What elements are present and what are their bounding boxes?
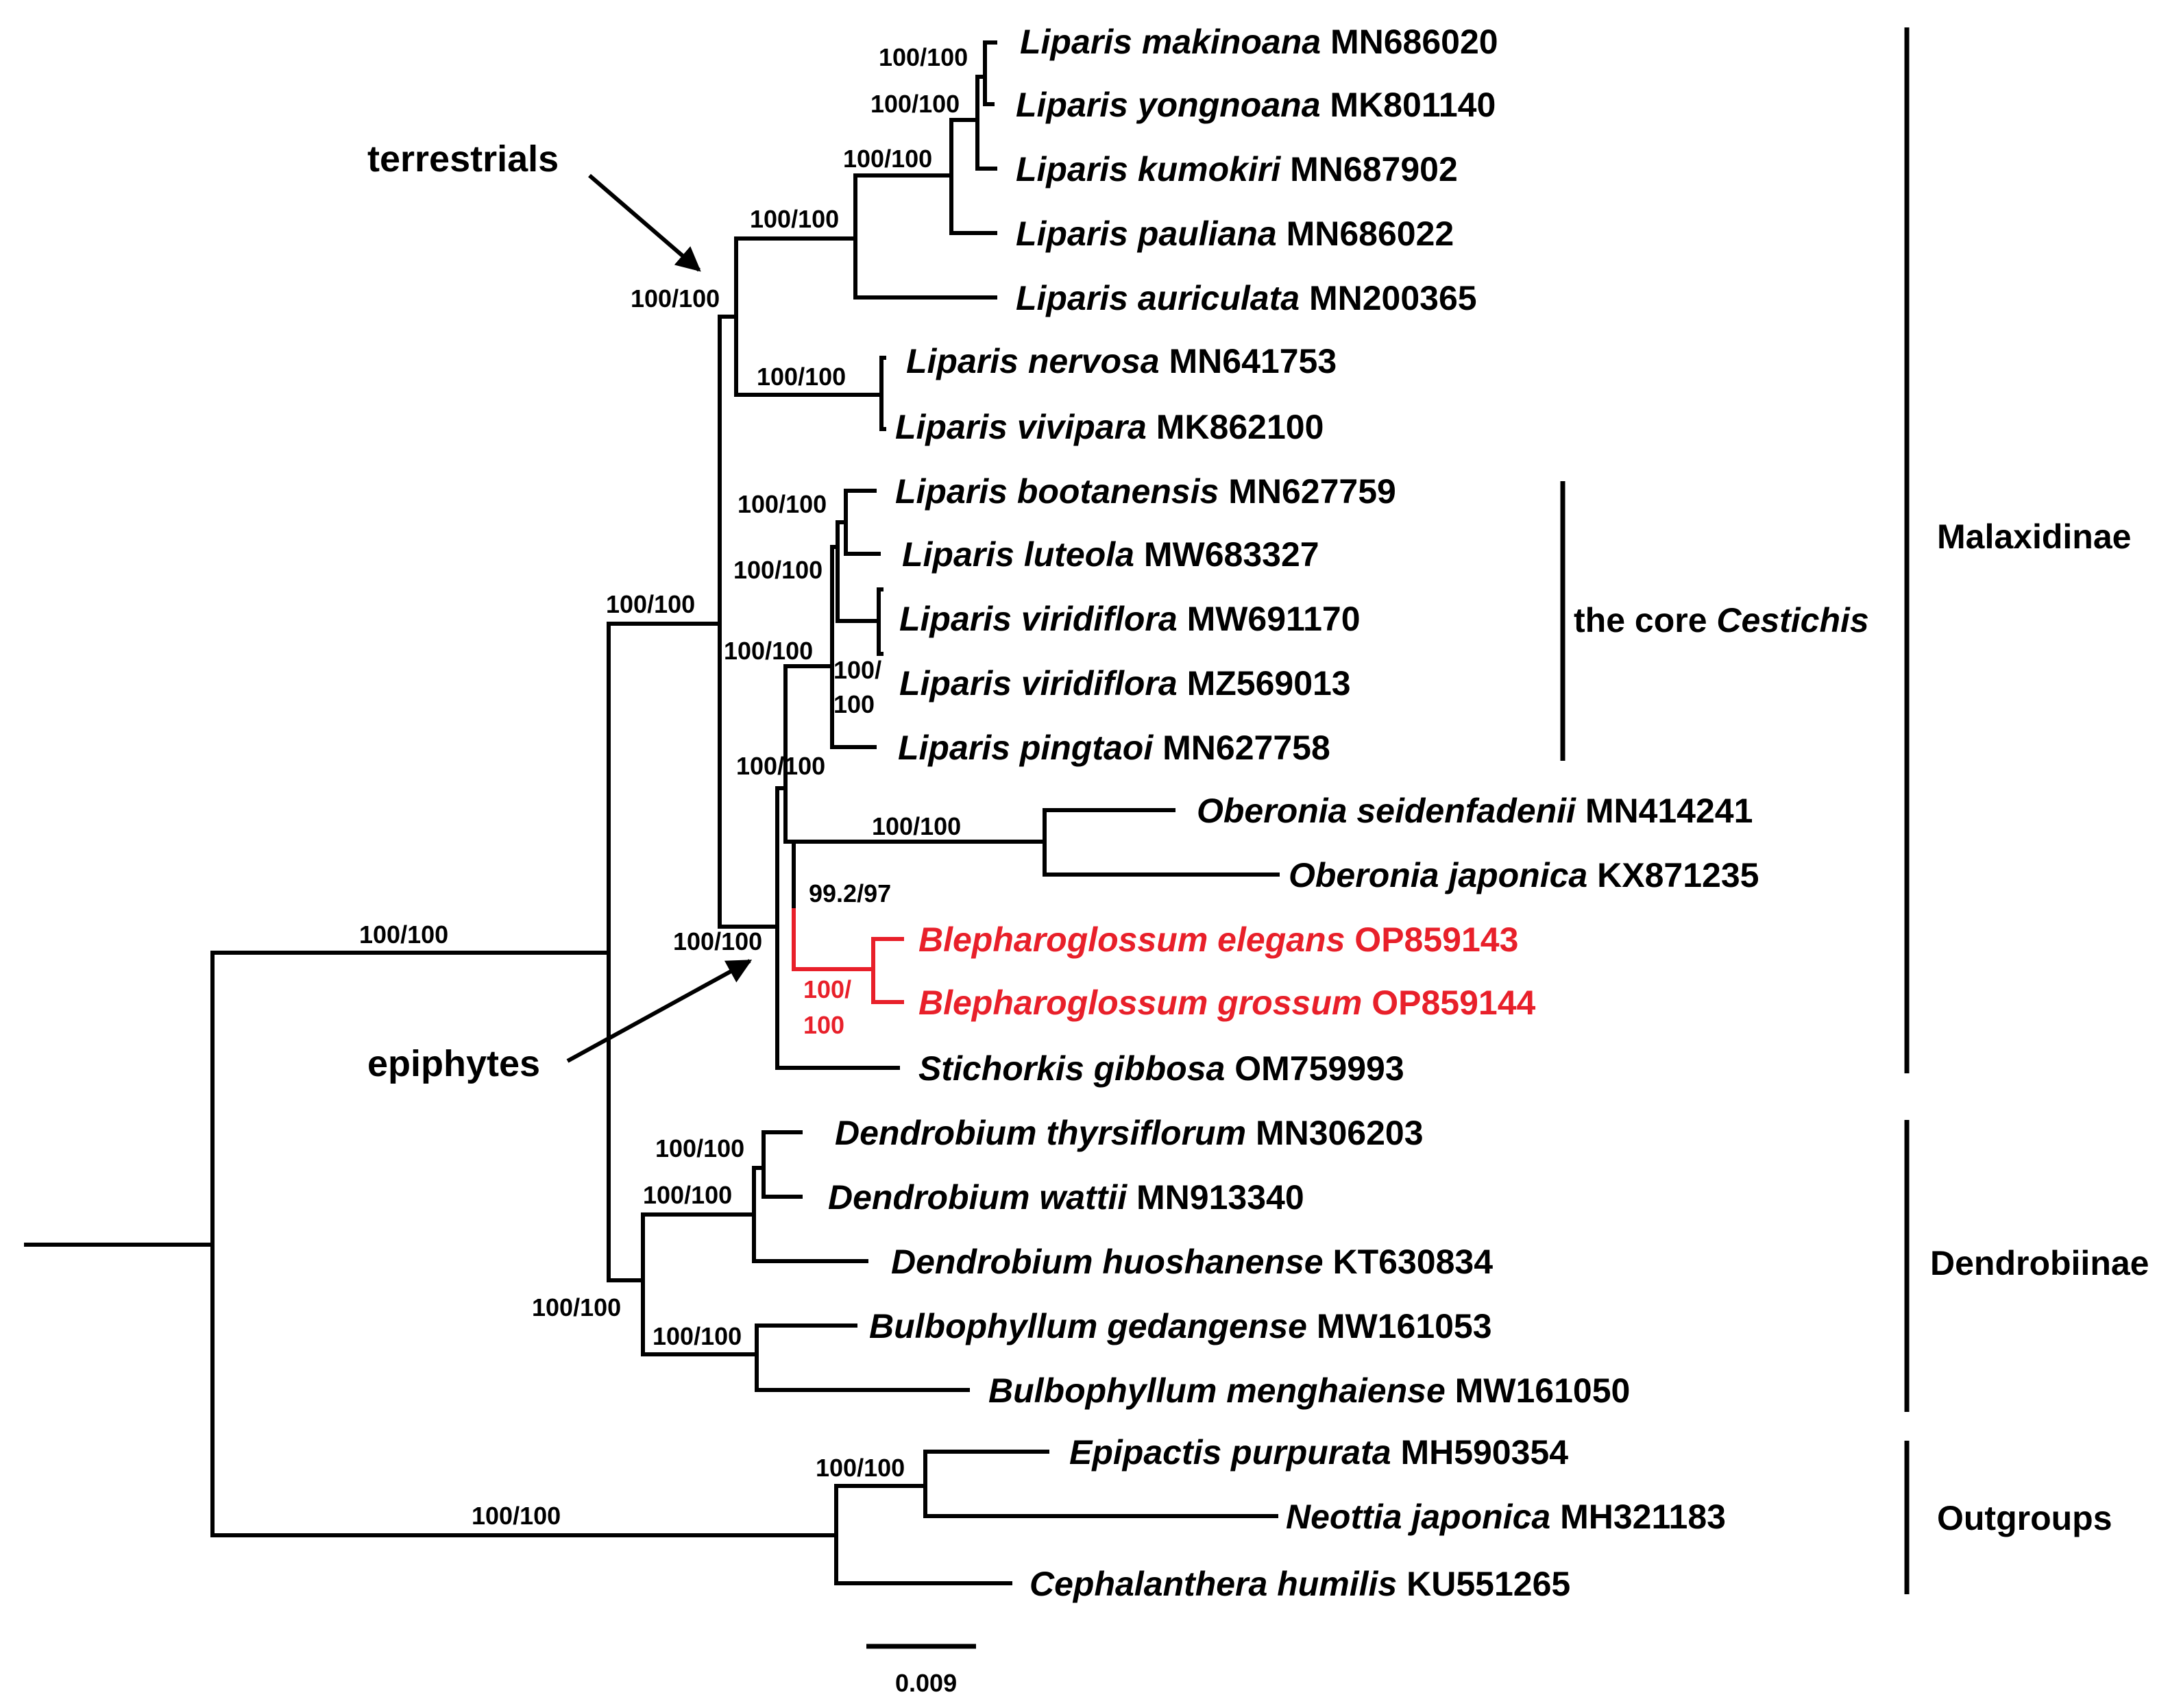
taxon-label: Liparis makinoana MN686020 [1020,23,1498,61]
support-value-highlighted: 100 [803,1011,844,1039]
branch-malaxidinae [607,315,722,929]
taxon-label: Dendrobium thyrsiflorum MN306203 [835,1114,1424,1152]
taxon-label: Liparis nervosa MN641753 [906,342,1337,380]
branch-oberonia-pair [792,808,1047,877]
taxon-label: Neottia japonica MH321183 [1286,1498,1726,1536]
support-value: 100/100 [879,43,968,71]
taxon-label: Liparis viridiflora MW691170 [899,600,1361,638]
branch-bootanensis-luteola [836,489,848,556]
taxon-label-highlighted: Blepharoglossum grossum OP859144 [918,984,1536,1022]
support-value: 100/100 [472,1502,561,1530]
support-value: 100/100 [655,1134,744,1162]
taxon-label: Liparis yongnoana MK801140 [1016,86,1496,124]
branch-dendrobiinae [607,1212,645,1356]
branch-makinoana-yongnoana [975,40,987,106]
taxon-label: Liparis viridiflora MZ569013 [899,664,1351,703]
support-value: 100/100 [643,1181,732,1209]
scale-bar-label: 0.009 [895,1669,957,1697]
taxon-label: Liparis vivipara MK862100 [895,408,1324,446]
malaxidinae-label: Malaxidinae [1937,517,2131,556]
taxon-label: Liparis pauliana MN686022 [1016,215,1454,253]
dendrobiinae-label: Dendrobiinae [1930,1244,2149,1282]
branch-cestichis-plus-rest [775,664,788,844]
branch-makinoana-auriculata [734,173,857,300]
support-value: 99.2/97 [809,879,891,907]
support-value: 100/100 [532,1293,621,1321]
branch-root [24,951,215,1537]
branch-core-cestichis [783,545,834,749]
branch-makinoana-pauliana [853,118,953,235]
taxon-label-highlighted: Blepharoglossum elegans OP859143 [918,920,1518,959]
group-brackets: the core Cestichis Malaxidinae Dendrobii… [1560,27,2149,1594]
taxon-label: Bulbophyllum menghaiense MW161050 [988,1371,1630,1410]
support-value: 100/100 [359,920,448,949]
taxon-label: Dendrobium huoshanense KT630834 [891,1243,1493,1281]
branch-terrestrials [718,236,738,397]
taxon-label: Liparis pingtaoi MN627758 [898,729,1330,767]
branch-thyrsiflorum-wattii [752,1130,766,1199]
outgroups-label: Outgroups [1937,1499,2112,1537]
support-value: 100/100 [724,637,813,665]
taxon-label: Dendrobium wattii MN913340 [828,1178,1304,1217]
branch-ingroup [210,622,611,1282]
branch-epipactis-neottia [834,1450,927,1518]
branch-epiphytes [718,786,779,1070]
branch-outgroups [210,1484,838,1585]
taxon-label: Cephalanthera humilis KU551265 [1029,1565,1570,1603]
scale-bar: 0.009 [866,1644,976,1697]
support-value: 100/100 [816,1454,905,1482]
core-cestichis-label: the core Cestichis [1574,601,1869,639]
branch-dendrobium [641,1166,756,1263]
support-value: 100/100 [733,556,823,584]
support-value: 100/100 [843,145,932,173]
branch-nervosa-vivipara [734,356,884,431]
support-value-highlighted: 100/ [803,975,851,1003]
taxon-label: Liparis bootanensis MN627759 [895,472,1396,511]
support-value: 100/100 [757,363,846,391]
support-value: 100/100 [872,812,961,840]
support-value: 100/100 [750,205,839,233]
epiphytes-arrow [566,959,753,1063]
support-value: 100/100 [870,90,960,118]
support-value: 100/100 [673,927,762,955]
support-value: 100/100 [738,490,827,518]
terrestrials-arrow [588,173,701,272]
support-value: 100/100 [631,284,720,313]
taxon-labels: Liparis makinoana MN686020 Liparis yongn… [828,23,1759,1603]
annotations: terrestrials epiphytes [367,138,753,1084]
taxon-label: Liparis luteola MW683327 [902,535,1319,574]
taxon-label: Oberonia japonica KX871235 [1289,856,1759,894]
branch-bootanensis-viridiflora [830,520,840,623]
branch-viridiflora-pair [836,587,881,656]
support-value: 100 [833,690,875,718]
tree-branches [24,40,1280,1585]
support-value: 100/100 [606,590,695,618]
taxon-label: Epipactis purpurata MH590354 [1069,1433,1568,1472]
branch-oberonia-blepharoglossum [783,840,796,912]
branch-blepharoglossum [792,908,875,1004]
taxon-label: Liparis kumokiri MN687902 [1016,150,1458,188]
branch-makinoana-kumokiri [949,75,979,171]
support-value: 100/ [833,656,881,684]
support-value: 100/100 [653,1322,742,1350]
taxon-label: Liparis auriculata MN200365 [1016,279,1477,317]
support-value: 100/100 [736,752,825,780]
support-values: 100/100 100/100 100/100 100/100 100/100 … [359,43,968,1530]
taxon-label: Stichorkis gibbosa OM759993 [918,1049,1404,1088]
taxon-label: Bulbophyllum gedangense MW161053 [869,1307,1492,1345]
epiphytes-label: epiphytes [367,1043,540,1084]
taxon-label: Oberonia seidenfadenii MN414241 [1197,792,1753,830]
branch-bulbophyllum [641,1323,759,1392]
terrestrials-label: terrestrials [367,138,559,180]
